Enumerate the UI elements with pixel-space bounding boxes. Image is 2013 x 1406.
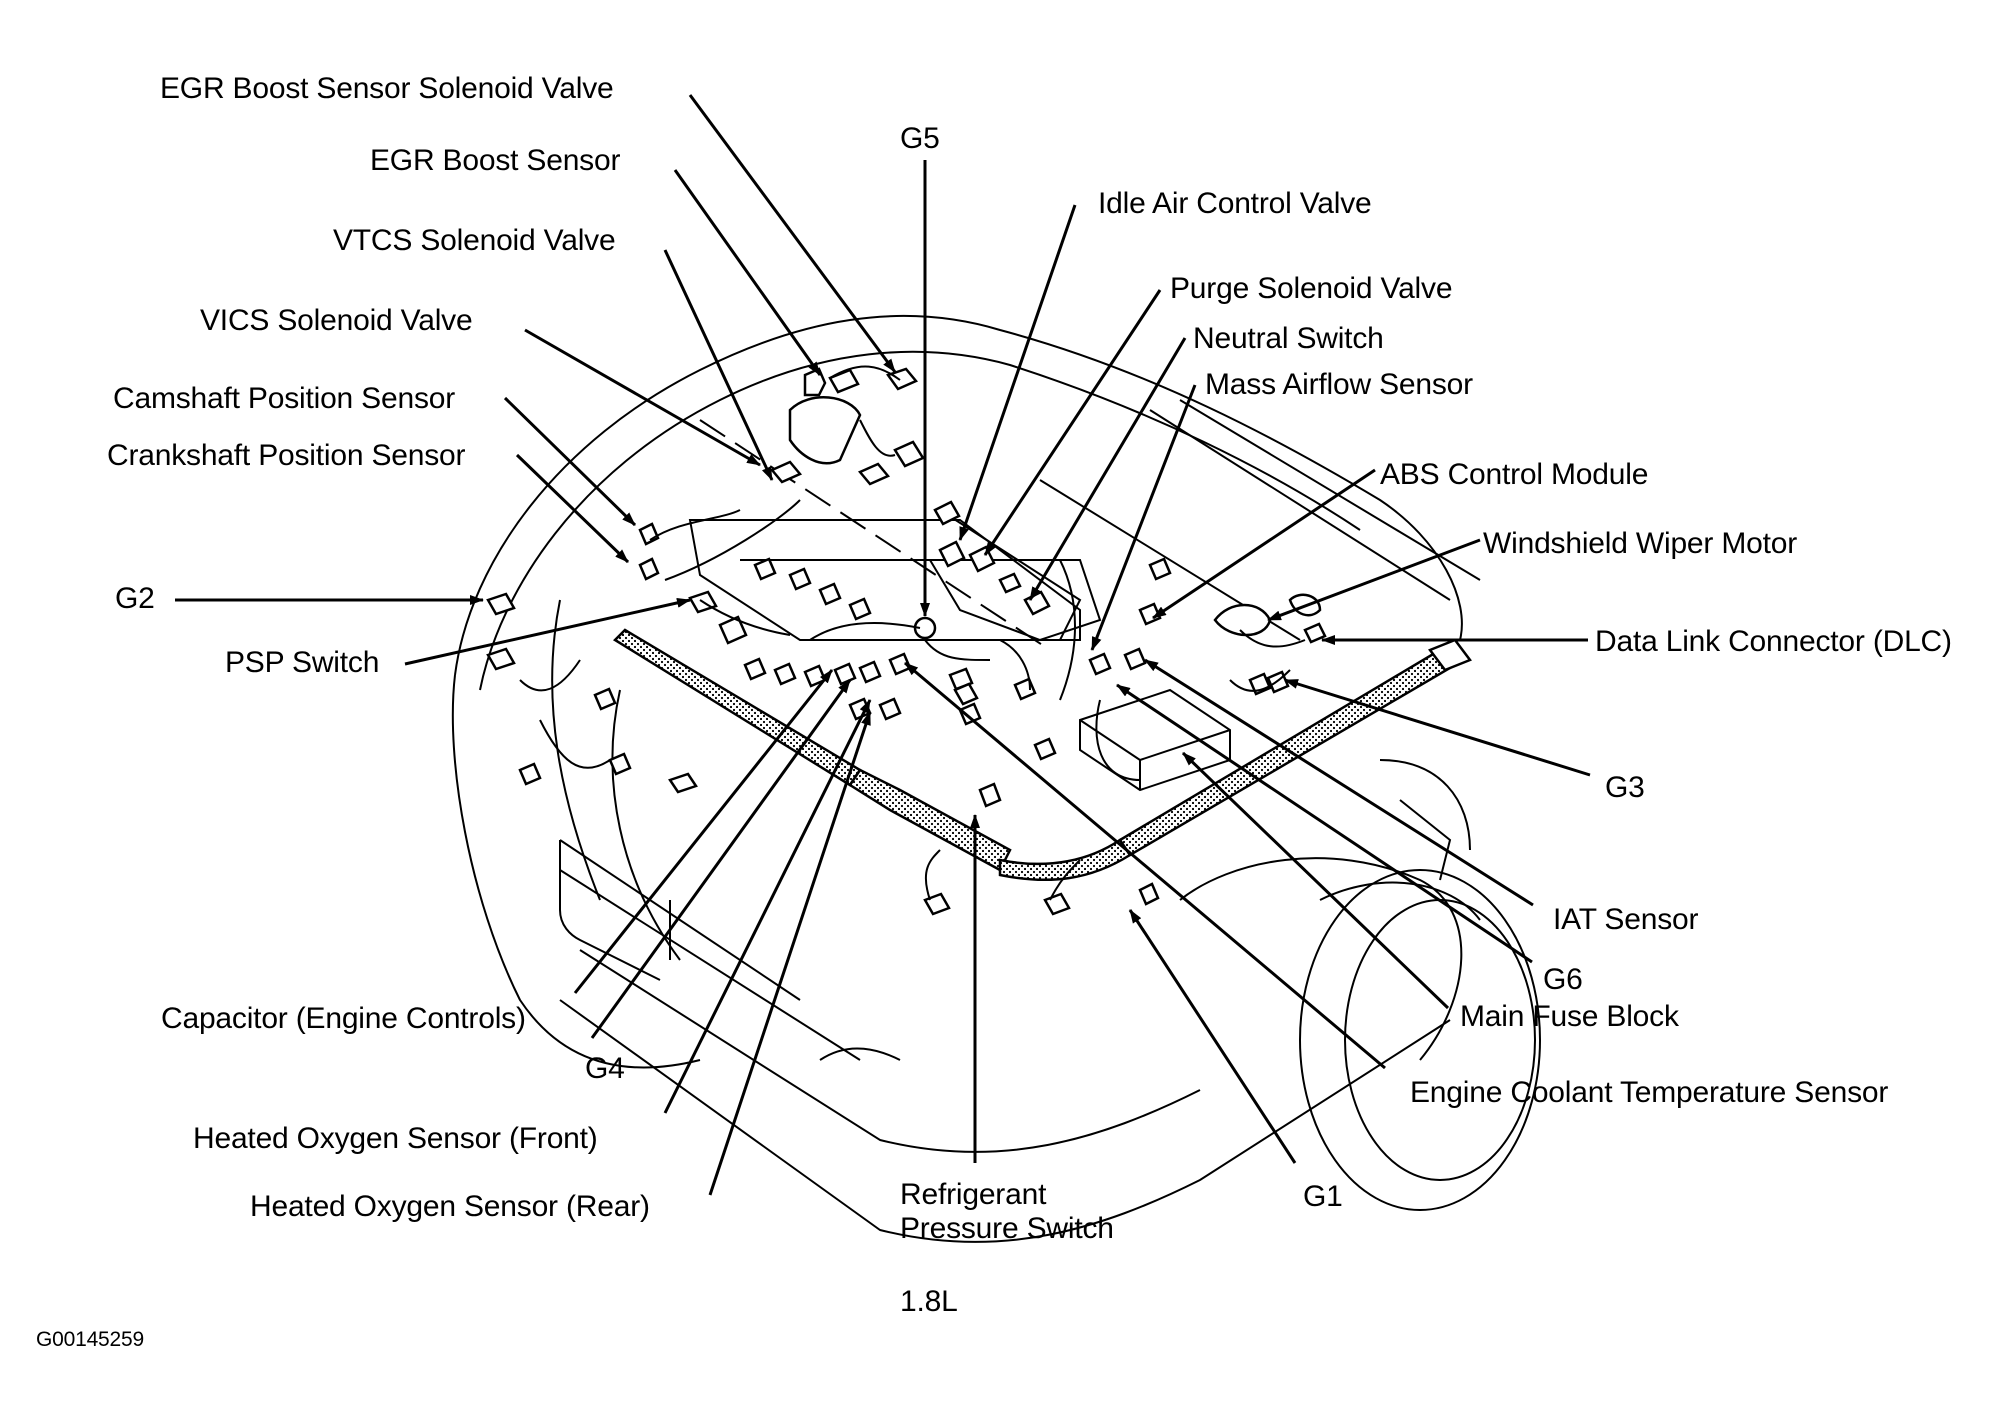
label-heated-oxygen-sensor-rear: Heated Oxygen Sensor (Rear) <box>250 1190 650 1223</box>
leader-vics-solenoid-valve <box>524 328 761 467</box>
leader-idle-air-control-valve <box>958 204 1077 541</box>
leader-heated-oxygen-sensor-rear <box>708 711 872 1196</box>
label-egr-boost-sensor-solenoid-valve: EGR Boost Sensor Solenoid Valve <box>160 72 614 105</box>
leader-mass-airflow-sensor <box>1090 384 1197 651</box>
label-mass-airflow-sensor: Mass Airflow Sensor <box>1205 368 1473 401</box>
label-abs-control-module: ABS Control Module <box>1380 458 1649 491</box>
leader-heated-oxygen-sensor-front <box>663 699 872 1114</box>
leader-abs-control-module <box>1152 468 1376 620</box>
leader-vtcs-solenoid-valve <box>663 249 774 481</box>
label-engine-coolant-temperature-sensor: Engine Coolant Temperature Sensor <box>1410 1076 1889 1109</box>
leader-g6 <box>1116 683 1533 964</box>
label-data-link-connector: Data Link Connector (DLC) <box>1595 625 1952 658</box>
wires <box>519 365 1306 901</box>
label-vtcs-solenoid-valve: VTCS Solenoid Valve <box>333 224 616 257</box>
leader-lines <box>175 94 1591 1196</box>
label-crankshaft-position-sensor: Crankshaft Position Sensor <box>107 439 466 472</box>
label-g3: G3 <box>1605 771 1645 804</box>
leader-psp-switch <box>404 597 691 666</box>
leader-g1 <box>1128 909 1297 1164</box>
leader-windshield-wiper-motor <box>1267 538 1481 622</box>
label-capacitor-engine-controls: Capacitor (Engine Controls) <box>161 1002 526 1035</box>
leader-main-fuse-block <box>1181 751 1450 1010</box>
label-neutral-switch: Neutral Switch <box>1193 322 1384 355</box>
leader-purge-solenoid-valve <box>983 289 1162 556</box>
leader-neutral-switch <box>1028 337 1187 601</box>
label-purge-solenoid-valve: Purge Solenoid Valve <box>1170 272 1453 305</box>
label-idle-air-control-valve: Idle Air Control Valve <box>1098 187 1372 220</box>
figure-id: G00145259 <box>36 1328 144 1351</box>
leader-g3 <box>1284 678 1591 777</box>
leader-engine-coolant-temperature-sensor <box>904 661 1386 1070</box>
label-egr-boost-sensor: EGR Boost Sensor <box>370 144 621 177</box>
leader-egr-boost-sensor <box>673 169 822 376</box>
label-refrigerant-pressure-switch-line1: Refrigerant <box>900 1178 1047 1211</box>
leader-egr-boost-sensor-solenoid-valve <box>688 94 897 373</box>
leader-iat-sensor <box>1144 658 1534 907</box>
leader-g4 <box>590 679 852 1039</box>
label-g4: G4 <box>585 1052 625 1085</box>
leader-crankshaft-position-sensor <box>515 453 630 564</box>
label-vics-solenoid-valve: VICS Solenoid Valve <box>200 304 473 337</box>
label-psp-switch: PSP Switch <box>225 646 380 679</box>
connectors <box>486 367 1327 916</box>
engine-size-caption: 1.8L <box>900 1285 958 1318</box>
label-refrigerant-pressure-switch-line2: Pressure Switch <box>900 1212 1114 1245</box>
leader-capacitor-engine-controls <box>573 669 834 994</box>
vehicle-body-outline <box>451 314 1541 1243</box>
label-main-fuse-block: Main Fuse Block <box>1460 1000 1679 1033</box>
label-g5: G5 <box>900 122 940 155</box>
label-camshaft-position-sensor: Camshaft Position Sensor <box>113 382 456 415</box>
label-heated-oxygen-sensor-front: Heated Oxygen Sensor (Front) <box>193 1122 598 1155</box>
label-g6: G6 <box>1543 963 1583 996</box>
label-windshield-wiper-motor: Windshield Wiper Motor <box>1483 527 1798 560</box>
label-iat-sensor: IAT Sensor <box>1553 903 1699 936</box>
label-g2: G2 <box>115 582 155 615</box>
label-g1: G1 <box>1303 1180 1343 1213</box>
leader-camshaft-position-sensor <box>503 396 637 527</box>
wiring-harness <box>612 628 1472 882</box>
